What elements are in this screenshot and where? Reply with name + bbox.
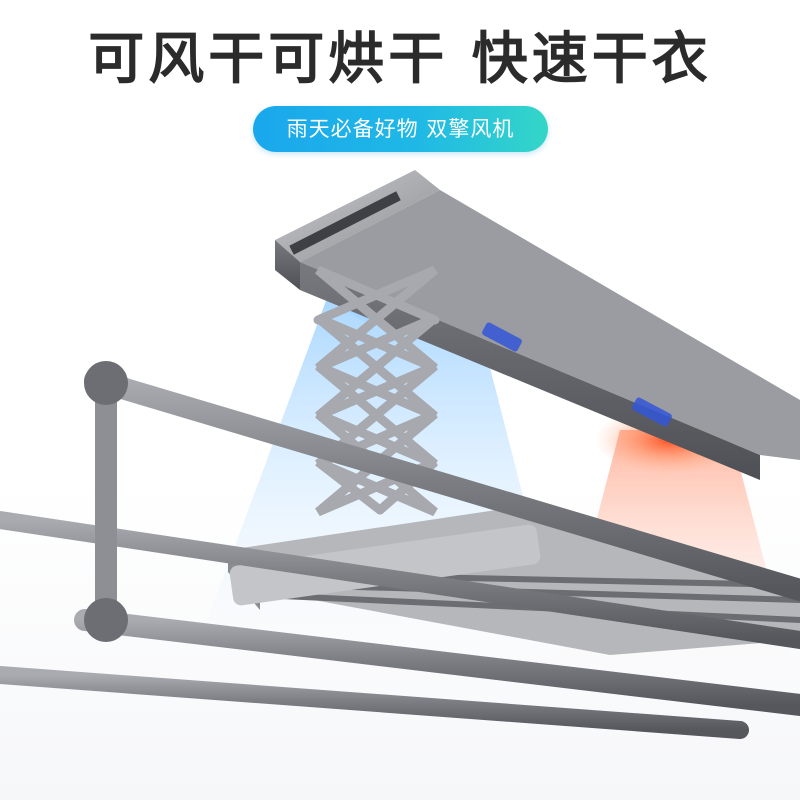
drying-rods bbox=[0, 369, 800, 739]
feature-badge: 雨天必备好物 双擎风机 bbox=[253, 106, 548, 152]
headline: 可风干可烘干 快速干衣 bbox=[88, 27, 712, 92]
scissor-lift bbox=[313, 265, 440, 517]
rod-end-bracket bbox=[84, 361, 128, 642]
ceiling-housing bbox=[275, 170, 800, 480]
